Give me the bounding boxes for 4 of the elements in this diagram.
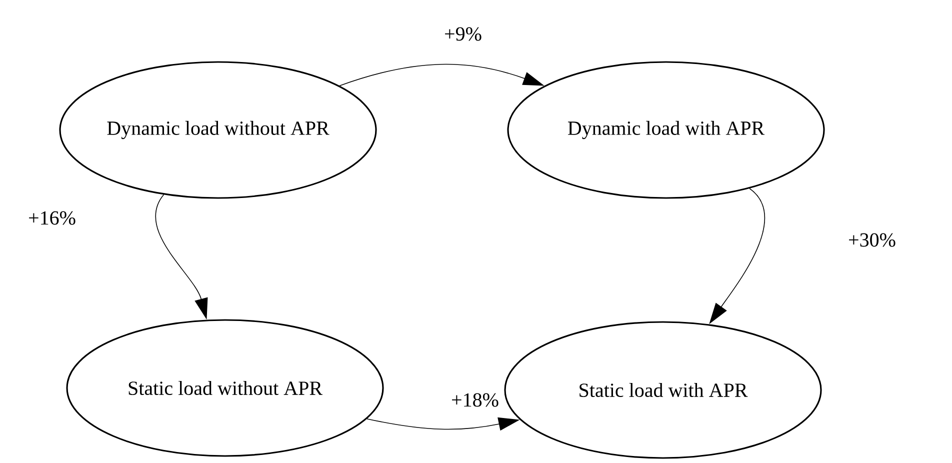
edge-label: +18% xyxy=(450,392,500,408)
edge-label: +9% xyxy=(442,26,484,42)
edge-label: +16% xyxy=(26,210,78,226)
edge-label: +30% xyxy=(846,232,898,248)
